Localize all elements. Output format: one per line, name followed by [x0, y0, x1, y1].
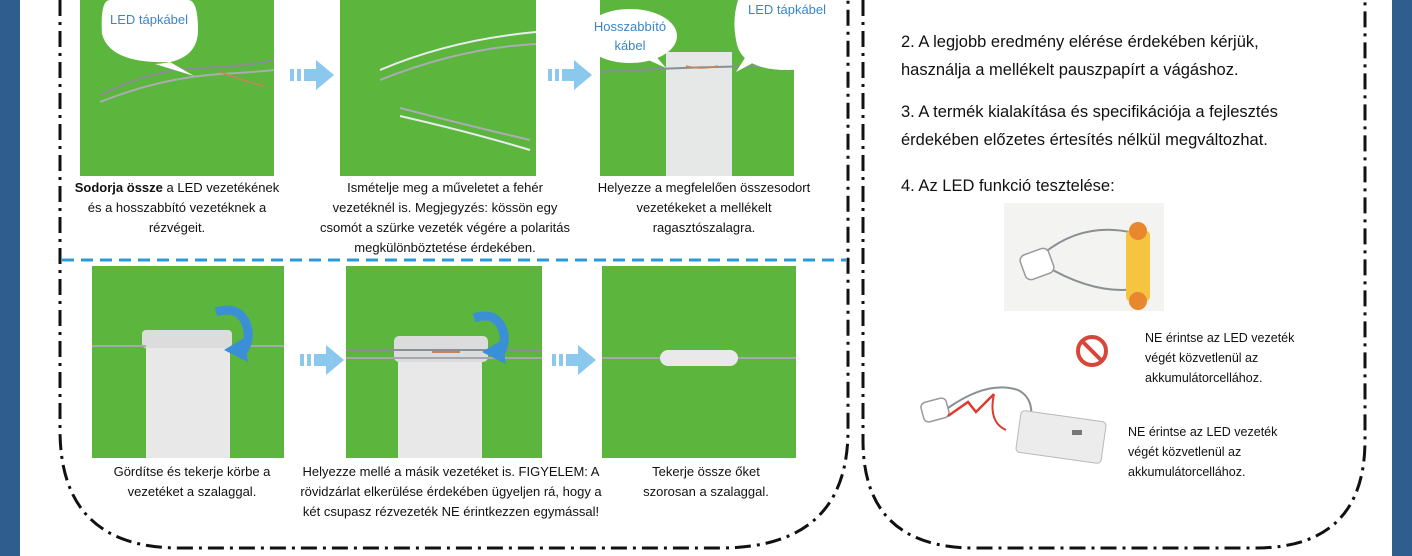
instruction-item-4: 4. Az LED funkció tesztelése: [901, 177, 1115, 195]
step4-photo [92, 266, 284, 458]
step4-caption: Gördítse és tekerje körbe a vezetéket a … [113, 464, 271, 499]
step1-bubble-led-cable: LED tápkábel [100, 0, 198, 78]
step5-caption: Helyezze mellé a másik vezetéket is. FIG… [300, 464, 602, 519]
right-frame-bar [1392, 0, 1412, 556]
battery-contact-photo [918, 372, 1114, 464]
step1-caption-bold: Sodorja össze [74, 180, 163, 195]
step2-photo [340, 0, 536, 176]
right-arrow-icon [300, 345, 344, 375]
step5-photo [346, 266, 542, 458]
step1-caption: Sodorja össze a LED vezetékének és a hos… [72, 178, 282, 238]
right-arrow-icon [290, 60, 334, 90]
left-frame-bar [0, 0, 20, 556]
step3-bubble-led-cable: LED tápkábel [732, 0, 842, 72]
led-test-photo [1004, 203, 1164, 311]
step2-caption: Ismételje meg a műveletet a fehér vezeté… [319, 180, 570, 255]
left-panel-border [58, 0, 850, 550]
step3-bubble-extension-cable: Hosszabbító kábel [582, 8, 678, 68]
step6-caption: Tekerje össze őket szorosan a szalaggal. [643, 464, 769, 499]
warning-note-1: NE érintse az LED vezeték végét közvetle… [1145, 331, 1295, 385]
prohibited-icon [1076, 335, 1108, 367]
instruction-item-2: 2. A legjobb eredmény elérése érdekében … [901, 33, 1259, 79]
step1-caption-rest: a LED vezetékének és a hosszabbító vezet… [87, 180, 280, 235]
step3-bubble-led-label: LED tápkábel [747, 2, 827, 17]
step6-photo [602, 266, 796, 458]
right-panel-border [861, 0, 1367, 550]
step1-bubble-text: LED tápkábel [109, 12, 189, 27]
right-arrow-icon [552, 345, 596, 375]
step3-caption: Helyezze a megfelelően összesodort vezet… [597, 180, 811, 235]
step3-bubble-ext-label: Hosszabbító kábel [593, 19, 667, 53]
warning-note-2: NE érintse az LED vezeték végét közvetle… [1128, 425, 1278, 479]
right-arrow-icon [548, 60, 592, 90]
instruction-item-3: 3. A termék kialakítása és specifikációj… [901, 103, 1278, 149]
